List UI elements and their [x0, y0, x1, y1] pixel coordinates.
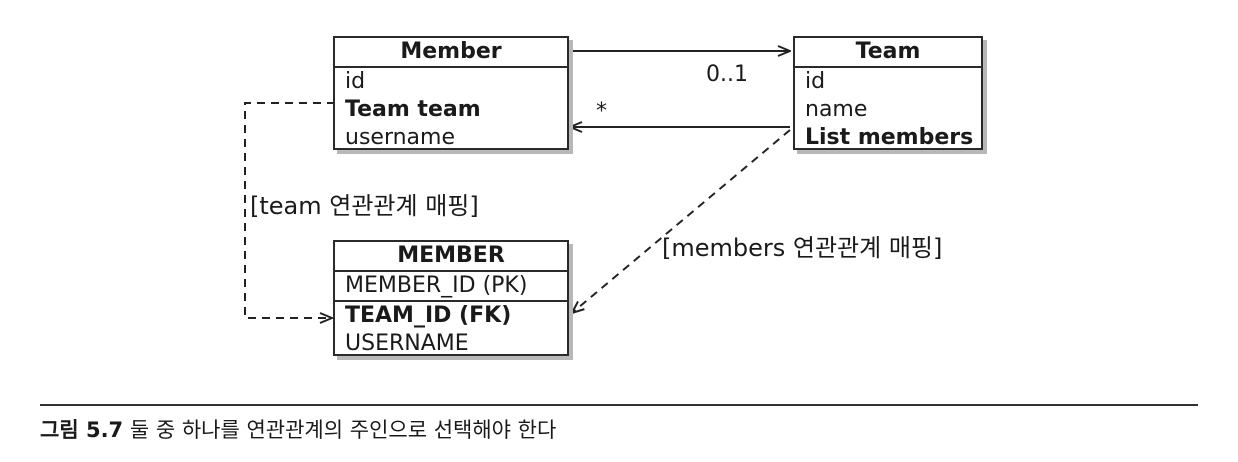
member-field-username: username	[345, 125, 455, 150]
caption-divider	[40, 404, 1198, 406]
member-entity-box: Member id Team team username	[333, 36, 569, 150]
members-mapping-dashed-line	[572, 129, 791, 313]
multiplicity-many: *	[596, 99, 607, 124]
team-field-members: List members	[805, 125, 974, 150]
member-table-box: MEMBER MEMBER_ID (PK) TEAM_ID (FK) USERN…	[333, 240, 569, 356]
member-table-title: MEMBER	[335, 242, 567, 272]
team-mapping-label: [team 연관관계 매핑]	[250, 192, 479, 220]
members-mapping-label: [members 연관관계 매핑]	[662, 234, 943, 262]
member-column-member-id: MEMBER_ID (PK)	[345, 273, 528, 298]
member-column-username: USERNAME	[345, 331, 469, 356]
multiplicity-zero-to-one: 0..1	[706, 62, 748, 87]
team-entity-title: Team	[795, 38, 981, 68]
member-entity-title: Member	[335, 38, 567, 68]
team-field-name: name	[805, 97, 868, 122]
figure-caption: 그림 5.7 둘 중 하나를 연관관계의 주인으로 선택해야 한다	[40, 414, 556, 444]
member-field-id: id	[345, 69, 366, 94]
figure-number: 그림 5.7	[40, 418, 124, 442]
team-entity-box: Team id name List members	[793, 36, 983, 150]
member-field-team: Team team	[345, 97, 481, 122]
member-column-team-id: TEAM_ID (FK)	[335, 300, 567, 330]
figure-caption-text: 둘 중 하나를 연관관계의 주인으로 선택해야 한다	[129, 418, 557, 442]
team-mapping-dashed-line	[244, 102, 335, 318]
team-field-id: id	[805, 69, 826, 94]
